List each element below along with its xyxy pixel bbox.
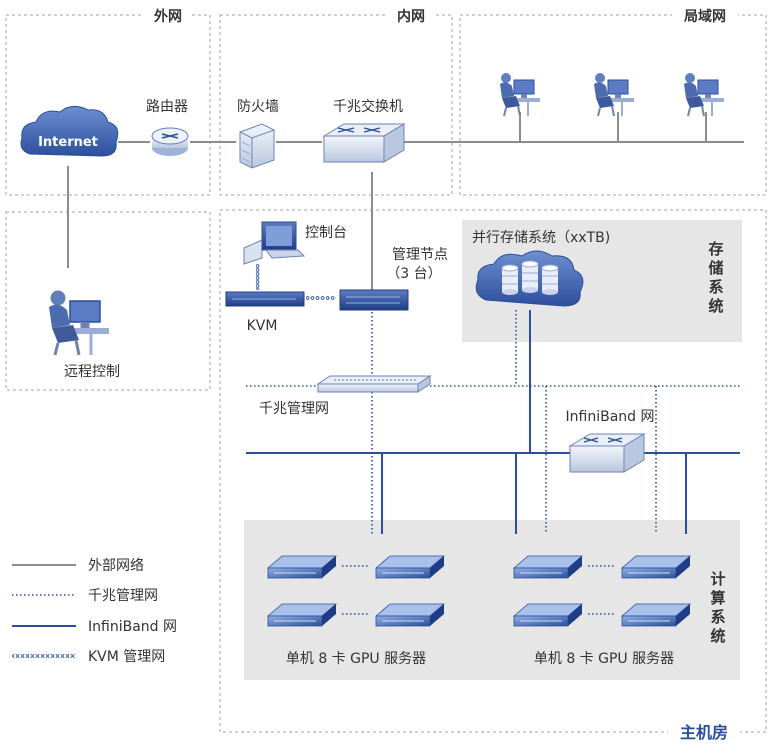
infiniband-switch-icon — [568, 433, 646, 473]
line-console-kvm — [256, 264, 260, 290]
firewall-label: 防火墙 — [237, 99, 279, 115]
console-label: 控制台 — [305, 225, 347, 241]
gpu-server-icon — [375, 555, 445, 579]
internet-cloud-icon: Internet — [20, 106, 119, 157]
legend-item-kvm: KVM 管理网 — [12, 649, 165, 665]
legend-label: 千兆管理网 — [88, 588, 158, 604]
gpu-server-group-right-label: 单机 8 卡 GPU 服务器 — [534, 651, 674, 667]
zone-lan-title: 局域网 — [684, 8, 726, 25]
legend-item-infiniband: InfiniBand 网 — [12, 619, 177, 635]
storage-disk-icon — [541, 264, 559, 295]
storage-disk-icon — [521, 260, 539, 293]
gpu-server-icon — [621, 603, 691, 627]
gpu-server-icon — [513, 603, 583, 627]
management-node-label: 管理节点 — [392, 247, 448, 263]
svg-text:系: 系 — [710, 608, 725, 626]
gpu-server-icon — [513, 555, 583, 579]
zone-machine-room-border — [219, 209, 767, 733]
legend-label: InfiniBand 网 — [88, 619, 177, 635]
legend-label: KVM 管理网 — [88, 649, 165, 665]
zone-remote-border — [5, 211, 211, 391]
kvm-label: KVM — [247, 318, 278, 334]
gpu-server-icon — [375, 603, 445, 627]
svg-text:统: 统 — [710, 627, 725, 645]
storage-disk-icon — [501, 264, 519, 295]
router-label: 路由器 — [146, 99, 188, 115]
zone-lan-border — [459, 14, 767, 196]
line-kvm-mgmt-node — [306, 296, 336, 300]
svg-text:统: 统 — [708, 297, 723, 315]
router-icon — [151, 127, 189, 156]
lan-user-1-icon — [499, 72, 541, 117]
gpu-server-group-left-label: 单机 8 卡 GPU 服务器 — [286, 651, 426, 667]
remote-control-icon — [47, 289, 111, 357]
legend-swatch-chain-blue — [12, 654, 76, 658]
gigabit-switch-icon — [322, 123, 406, 163]
legend: 外部网络 千兆管理网 InfiniBand 网 KVM 管理网 — [12, 558, 177, 665]
infiniband-switch-label: InfiniBand 网 — [566, 409, 655, 425]
gigabit-mgmt-net-label: 千兆管理网 — [259, 401, 329, 417]
zone-internal-title: 内网 — [397, 8, 425, 25]
svg-text:系: 系 — [708, 278, 723, 296]
remote-control-label: 远程控制 — [64, 364, 120, 380]
gigabit-mgmt-switch-icon — [316, 375, 432, 393]
legend-item-external: 外部网络 — [12, 558, 144, 574]
internet-label: Internet — [38, 135, 98, 150]
lan-user-3-icon — [683, 72, 725, 117]
svg-text:存: 存 — [708, 240, 723, 258]
compute-system-area — [244, 520, 740, 680]
compute-system-title: 计 算 系 统 — [710, 570, 725, 645]
zone-external-border — [5, 14, 211, 196]
management-node-icon — [339, 289, 409, 311]
gigabit-switch-label: 千兆交换机 — [333, 98, 403, 115]
legend-item-gigabit-mgmt: 千兆管理网 — [12, 588, 158, 604]
gpu-server-icon — [267, 603, 337, 627]
kvm-icon — [225, 291, 305, 307]
management-node-count: （3 台） — [386, 266, 441, 282]
lan-user-2-icon — [593, 72, 635, 117]
console-icon — [243, 221, 306, 265]
legend-label: 外部网络 — [88, 558, 144, 574]
svg-text:计: 计 — [710, 570, 725, 588]
gpu-server-icon — [621, 555, 691, 579]
gpu-server-icon — [267, 555, 337, 579]
svg-text:算: 算 — [710, 589, 725, 607]
svg-text:储: 储 — [708, 259, 723, 277]
firewall-icon — [239, 123, 275, 169]
zone-external-title: 外网 — [154, 8, 182, 25]
storage-system-title: 存 储 系 统 — [708, 240, 723, 315]
storage-system-label: 并行存储系统（xxTB) — [472, 230, 610, 246]
zone-machine-room-title: 主机房 — [680, 723, 728, 742]
zone-internal-border — [219, 14, 453, 196]
storage-cloud-icon — [475, 250, 584, 307]
